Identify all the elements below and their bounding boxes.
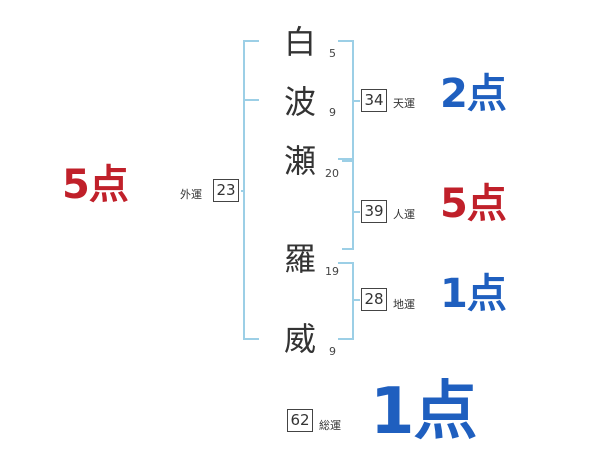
- ten-score-text: 2点: [440, 71, 507, 117]
- jin-score-text: 5点: [440, 181, 507, 227]
- chi-label: 地運: [393, 298, 415, 311]
- outer-bracket-mid-tick: [243, 99, 259, 101]
- ten-score: 2点: [440, 71, 507, 117]
- jin-bracket-vertical: [352, 160, 354, 250]
- outer-bracket-bottom-tick: [243, 338, 259, 340]
- jin-label: 人運: [393, 208, 415, 221]
- name-char-5: 威: [284, 320, 317, 358]
- chi-score: 1点: [440, 271, 507, 317]
- name-char-2: 波: [284, 83, 317, 121]
- stroke-count-1: 5: [329, 47, 336, 60]
- chi-bracket-bottom-tick: [338, 338, 354, 340]
- gai-score-text: 5点: [62, 162, 129, 208]
- chi-score-text: 1点: [440, 271, 507, 317]
- gai-value-box: 23: [213, 179, 239, 202]
- jin-score: 5点: [440, 181, 507, 227]
- sou-label: 総運: [319, 419, 341, 432]
- gai-score: 5点: [62, 162, 129, 208]
- ten-bracket-connector: [352, 100, 360, 102]
- sou-value-box: 62: [287, 409, 313, 432]
- ten-bracket-bottom-tick: [338, 158, 354, 160]
- stroke-count-3: 20: [325, 167, 339, 180]
- ten-bracket-top-tick: [338, 40, 354, 42]
- sou-score: 1点: [370, 380, 478, 444]
- ten-label: 天運: [393, 97, 415, 110]
- jin-bracket-connector: [352, 211, 360, 213]
- jin-value-box: 39: [361, 200, 387, 223]
- jin-bracket-top-tick: [342, 160, 354, 162]
- sou-score-text: 1点: [370, 375, 478, 449]
- outer-bracket-top-tick: [243, 40, 259, 42]
- name-char-4: 羅: [284, 240, 317, 278]
- name-char-3: 瀬: [284, 142, 317, 180]
- chi-bracket-top-tick: [338, 262, 354, 264]
- name-char-1: 白: [284, 23, 317, 61]
- stroke-count-2: 9: [329, 106, 336, 119]
- gai-label: 外運: [180, 188, 202, 201]
- chi-bracket-vertical: [352, 262, 354, 340]
- stroke-count-5: 9: [329, 345, 336, 358]
- outer-bracket-connector: [241, 190, 245, 192]
- chi-bracket-connector: [352, 299, 360, 301]
- stroke-count-4: 19: [325, 265, 339, 278]
- jin-bracket-bottom-tick: [342, 248, 354, 250]
- chi-value-box: 28: [361, 288, 387, 311]
- ten-value-box: 34: [361, 89, 387, 112]
